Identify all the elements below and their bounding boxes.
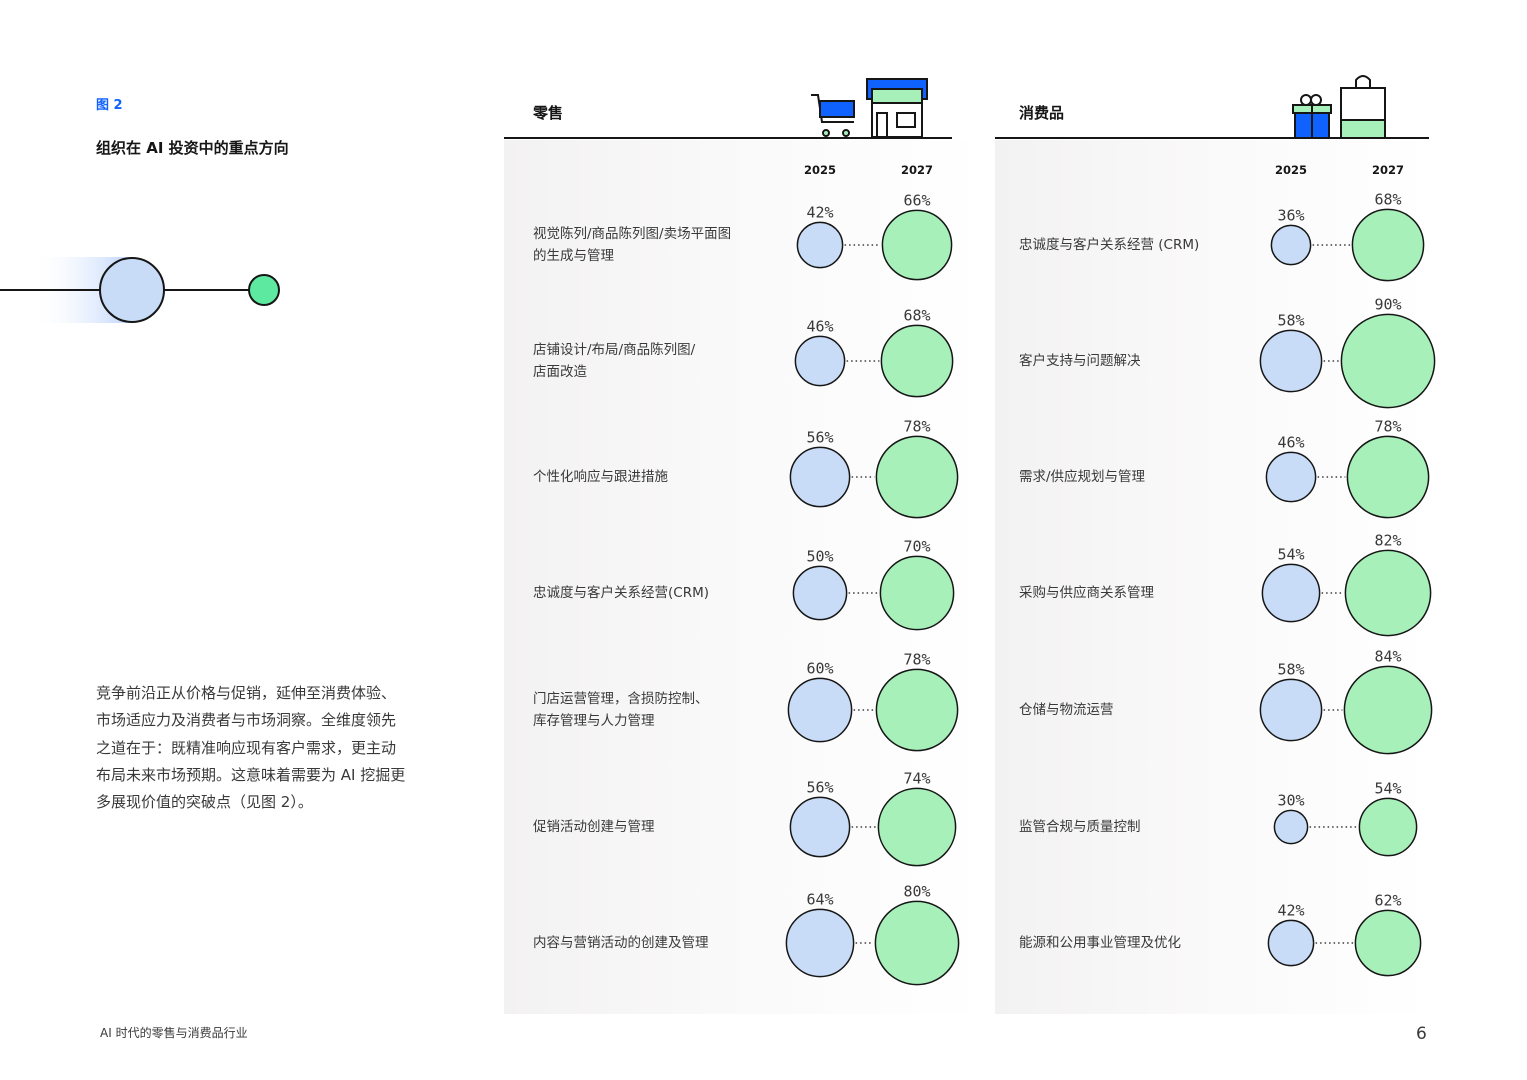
body-paragraph: 竞争前沿正从价格与促销，延伸至消费体验、市场适应力及消费者与市场洞察。全维度领先…: [96, 684, 406, 812]
consumer-value-2025: 58%: [1277, 660, 1304, 678]
consumer-bubble-2027: [1340, 313, 1436, 409]
retail-row-label: 视觉陈列/商品陈列图/卖场平面图的生成与管理: [533, 226, 732, 264]
consumer-bubble-2027: [1344, 549, 1432, 637]
consumer-value-2027: 62%: [1374, 891, 1401, 909]
retail-value-2027: 70%: [903, 537, 930, 555]
consumer-value-2027: 68%: [1374, 190, 1401, 208]
timeline-decoration: [0, 257, 280, 323]
retail-section-title: 零售: [533, 104, 564, 122]
consumer-value-2027: 54%: [1374, 779, 1401, 797]
retail-value-2027: 80%: [903, 882, 930, 900]
page-number: 6: [1416, 1024, 1427, 1044]
retail-value-2025: 42%: [806, 203, 833, 221]
retail-row-label: 忠诚度与客户关系经营(CRM): [533, 585, 709, 601]
consumer-value-2025: 36%: [1277, 206, 1304, 224]
retail-row-label: 内容与营销活动的创建及管理: [533, 935, 709, 951]
retail-value-2025: 60%: [806, 659, 833, 677]
retail-row-label: 个性化响应与跟进措施: [533, 469, 668, 485]
retail-bubble-2025: [789, 446, 851, 508]
figure-number: 图 2: [96, 98, 123, 113]
retail-bubble-2027: [874, 900, 960, 986]
consumer-value-2027: 84%: [1374, 647, 1401, 665]
consumer-row-label: 需求/供应规划与管理: [1019, 469, 1146, 485]
retail-row-label: 门店运营管理，含损防控制、库存管理与人力管理: [533, 691, 709, 729]
retail-value-2025: 64%: [806, 890, 833, 908]
retail-bubble-2027: [881, 209, 953, 281]
consumer-bubble-2025: [1270, 224, 1312, 266]
footer-title: AI 时代的零售与消费品行业: [100, 1026, 248, 1040]
retail-bubble-2025: [794, 335, 846, 387]
retail-bubble-2027: [875, 435, 959, 519]
consumer-row-label: 客户支持与问题解决: [1019, 353, 1141, 369]
figure-title: 组织在 AI 投资中的重点方向: [96, 139, 289, 157]
retail-value-2027: 78%: [903, 650, 930, 668]
consumer-value-2027: 78%: [1374, 417, 1401, 435]
consumer-row-label: 忠诚度与客户关系经营 (CRM): [1019, 237, 1200, 253]
retail-bubble-2027: [877, 787, 957, 867]
consumer-bubble-2027: [1346, 435, 1430, 519]
retail-year-2025-header: 2025: [803, 163, 836, 177]
consumer-bubble-2027: [1351, 208, 1425, 282]
consumer-bubble-2025: [1267, 919, 1315, 967]
consumer-year-2027-header: 2027: [1371, 163, 1404, 177]
consumer-header-rule: [995, 137, 1429, 139]
consumer-bubble-2025: [1273, 809, 1309, 845]
consumer-value-2025: 42%: [1277, 901, 1304, 919]
retail-value-2025: 56%: [806, 428, 833, 446]
consumer-row-label: 能源和公用事业管理及优化: [1019, 935, 1181, 951]
retail-bubble-2025: [792, 565, 848, 621]
consumer-year-2025-header: 2025: [1274, 163, 1307, 177]
consumer-value-2027: 90%: [1374, 295, 1401, 313]
storefront-icon: [866, 78, 928, 138]
consumer-bubble-2025: [1265, 451, 1317, 503]
retail-value-2025: 50%: [806, 547, 833, 565]
retail-value-2025: 56%: [806, 778, 833, 796]
retail-bubble-2025: [789, 796, 851, 858]
retail-bubble-2025: [796, 221, 844, 269]
consumer-value-2025: 58%: [1277, 311, 1304, 329]
gift-box-icon: [1292, 94, 1332, 139]
retail-bubble-2025: [785, 908, 855, 978]
consumer-row-label: 采购与供应商关系管理: [1019, 585, 1154, 601]
consumer-bubble-2025: [1261, 563, 1321, 623]
retail-value-2027: 74%: [903, 769, 930, 787]
consumer-value-2025: 30%: [1277, 791, 1304, 809]
consumer-value-2027: 82%: [1374, 531, 1401, 549]
consumer-bubble-2027: [1358, 797, 1418, 857]
retail-year-2027-header: 2027: [900, 163, 933, 177]
retail-bubble-2027: [879, 555, 955, 631]
consumer-value-2025: 46%: [1277, 433, 1304, 451]
consumer-row-label: 仓储与物流运营: [1019, 702, 1114, 718]
retail-bubble-2025: [787, 677, 853, 743]
shopping-cart-icon: [811, 94, 855, 137]
retail-row-label: 店铺设计/布局/商品陈列图/店面改造: [533, 342, 696, 380]
consumer-bubble-2027: [1343, 665, 1433, 755]
retail-bubble-2027: [875, 668, 959, 752]
consumer-bubble-2025: [1259, 329, 1323, 393]
consumer-bubble-2027: [1354, 909, 1422, 977]
consumer-section-title: 消费品: [1019, 104, 1065, 122]
retail-value-2027: 78%: [903, 417, 930, 435]
retail-value-2027: 68%: [903, 306, 930, 324]
shopping-bag-icon: [1340, 75, 1386, 139]
retail-value-2025: 46%: [806, 317, 833, 335]
consumer-row-label: 监管合规与质量控制: [1019, 819, 1141, 835]
consumer-bubble-2025: [1259, 678, 1323, 742]
retail-bubble-2027: [880, 324, 954, 398]
retail-value-2027: 66%: [903, 191, 930, 209]
retail-row-label: 促销活动创建与管理: [533, 819, 655, 835]
consumer-value-2025: 54%: [1277, 545, 1304, 563]
retail-header-rule: [504, 137, 952, 139]
